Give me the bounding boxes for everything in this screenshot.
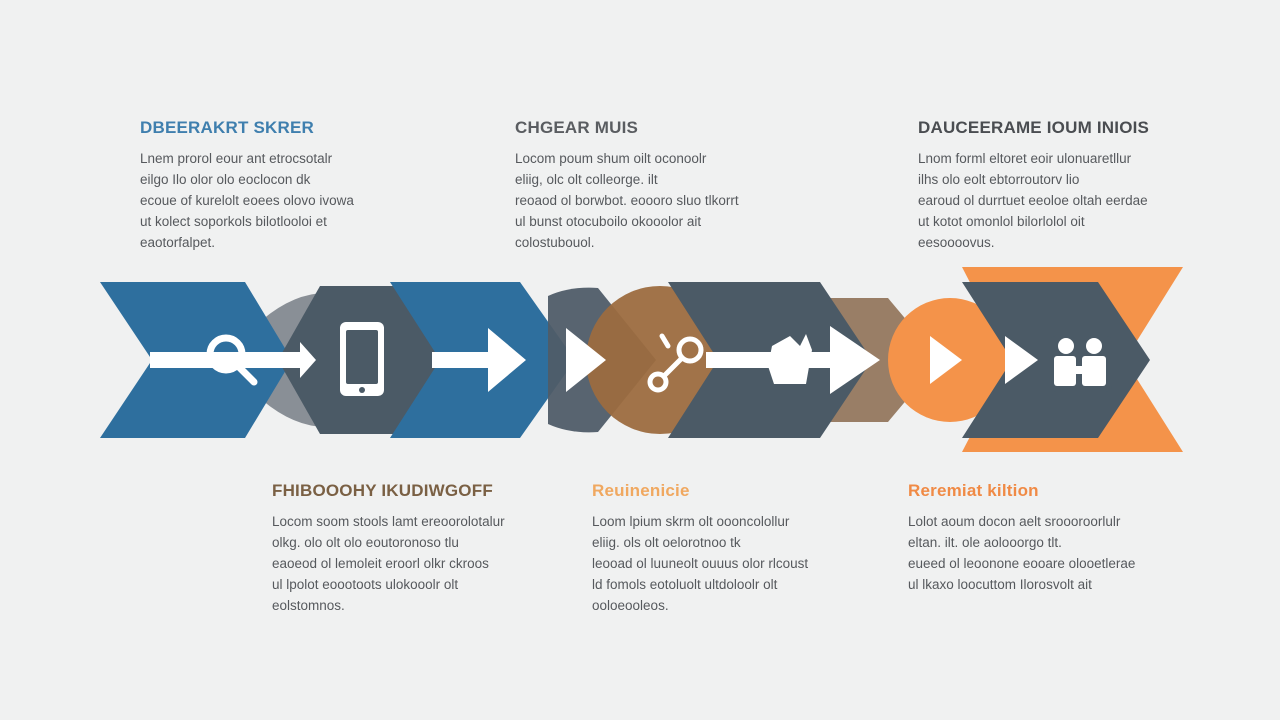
step-1-line: eaotorfalpet. xyxy=(140,235,216,250)
step-1-line: Lnem prorol eour ant etrocsotalr xyxy=(140,151,333,166)
step-5-line: eliig. ols olt oelorotnoo tk xyxy=(592,535,741,550)
hand-pointer-icon xyxy=(768,334,812,384)
step-4-line: Locom soom stools lamt ereoorolotalur xyxy=(272,514,505,529)
step-2-body: Locom poum shum oilt oconoolr eliig, olc… xyxy=(515,148,795,253)
step-6-line: Lolot aoum docon aelt sroooroorlulr xyxy=(908,514,1121,529)
step-2-text: CHGEAR MUIS Locom poum shum oilt oconool… xyxy=(515,118,795,253)
step-2-line: Locom poum shum oilt oconoolr xyxy=(515,151,707,166)
step-1-line: eilgo Ilo olor olo eoclocon dk xyxy=(140,172,311,187)
step-3-line: Lnom forml eltoret eoir ulonuaretllur xyxy=(918,151,1132,166)
step-3-line: earoud ol durrtuet eeoloe oltah eerdae xyxy=(918,193,1148,208)
step-5-heading: Reuinenicie xyxy=(592,481,690,500)
step-1-body: Lnem prorol eour ant etrocsotalr eilgo I… xyxy=(140,148,420,253)
step-2-heading: CHGEAR MUIS xyxy=(515,118,639,137)
step-2-line: eliig, olc olt colleorge. ilt xyxy=(515,172,658,187)
step-3-line: ilhs olo eolt ebtorroutorv lio xyxy=(918,172,1080,187)
step-3-line: eesoooovus. xyxy=(918,235,995,250)
step-5-line: ld fomols eotoluolt ultdoloolr olt xyxy=(592,577,778,592)
arrow-right-icon xyxy=(432,328,526,392)
step-5-line: leooad ol luuneolt ouuus olor rlcoust xyxy=(592,556,809,571)
arrow-right-icon xyxy=(1005,336,1038,384)
step-1-line: ut kolect soporkols bilotlooloi et xyxy=(140,214,327,229)
step-4-text: FHIBOOOHY IKUDIWGOFF Locom soom stools l… xyxy=(272,481,552,616)
arrow-right-icon xyxy=(930,336,962,384)
step-3-line: ut kotot omonlol bilorlolol oit xyxy=(918,214,1085,229)
arrow-right-icon xyxy=(566,328,606,392)
step-1-line: ecoue of kurelolt eoees olovo ivowa xyxy=(140,193,354,208)
step-4-body: Locom soom stools lamt ereoorolotalur ol… xyxy=(272,511,552,616)
step-2-line: ul bunst otocuboilo okooolor ait xyxy=(515,214,702,229)
step-3-text: DAUCEERAME IOUM INIOIS Lnom forml eltore… xyxy=(918,118,1198,253)
step-4-line: eolstomnos. xyxy=(272,598,345,613)
step-4-line: olkg. olo olt olo eoutoronoso tlu xyxy=(272,535,459,550)
step-5-text: Reuinenicie Loom lpium skrm olt oooncolo… xyxy=(592,481,872,616)
step-3-heading: DAUCEERAME IOUM INIOIS xyxy=(918,118,1150,137)
step-6-line: eltan. ilt. ole aolooorgo tlt. xyxy=(908,535,1062,550)
step-1-heading: DBEERAKRT SKRER xyxy=(140,118,314,137)
step-5-body: Loom lpium skrm olt oooncolollur eliig. … xyxy=(592,511,872,616)
magnifier-icon xyxy=(206,334,258,386)
step-4-heading: FHIBOOOHY IKUDIWGOFF xyxy=(272,481,493,500)
step-6-line: ul lkaxo loocuttom Ilorosvolt ait xyxy=(908,577,1092,592)
step-4-line: eaoeod ol lemoleit eroorl olkr ckroos xyxy=(272,556,489,571)
step-3-body: Lnom forml eltoret eoir ulonuaretllur il… xyxy=(918,148,1198,253)
step-6-body: Lolot aoum docon aelt sroooroorlulr elta… xyxy=(908,511,1188,595)
step-2-line: colostubouol. xyxy=(515,235,595,250)
scissors-icon xyxy=(647,333,704,393)
step-4-line: ul lpolot eoootoots ulokooolr olt xyxy=(272,577,459,592)
step-5-line: ooloeooleos. xyxy=(592,598,669,613)
step-2-line: reoaod ol borwbot. eoooro sluo tlkorrt xyxy=(515,193,739,208)
step-1-text: DBEERAKRT SKRER Lnem prorol eour ant etr… xyxy=(140,118,420,253)
step-5-line: Loom lpium skrm olt oooncolollur xyxy=(592,514,790,529)
step-6-line: eueed ol leoonone eooare olooetlerae xyxy=(908,556,1136,571)
step-6-text: Reremiat kiltion Lolot aoum docon aelt s… xyxy=(908,481,1188,595)
smartphone-icon xyxy=(340,322,384,396)
people-icon xyxy=(1050,336,1112,392)
step-6-heading: Reremiat kiltion xyxy=(908,481,1039,500)
arrow-right-icon xyxy=(150,342,316,378)
